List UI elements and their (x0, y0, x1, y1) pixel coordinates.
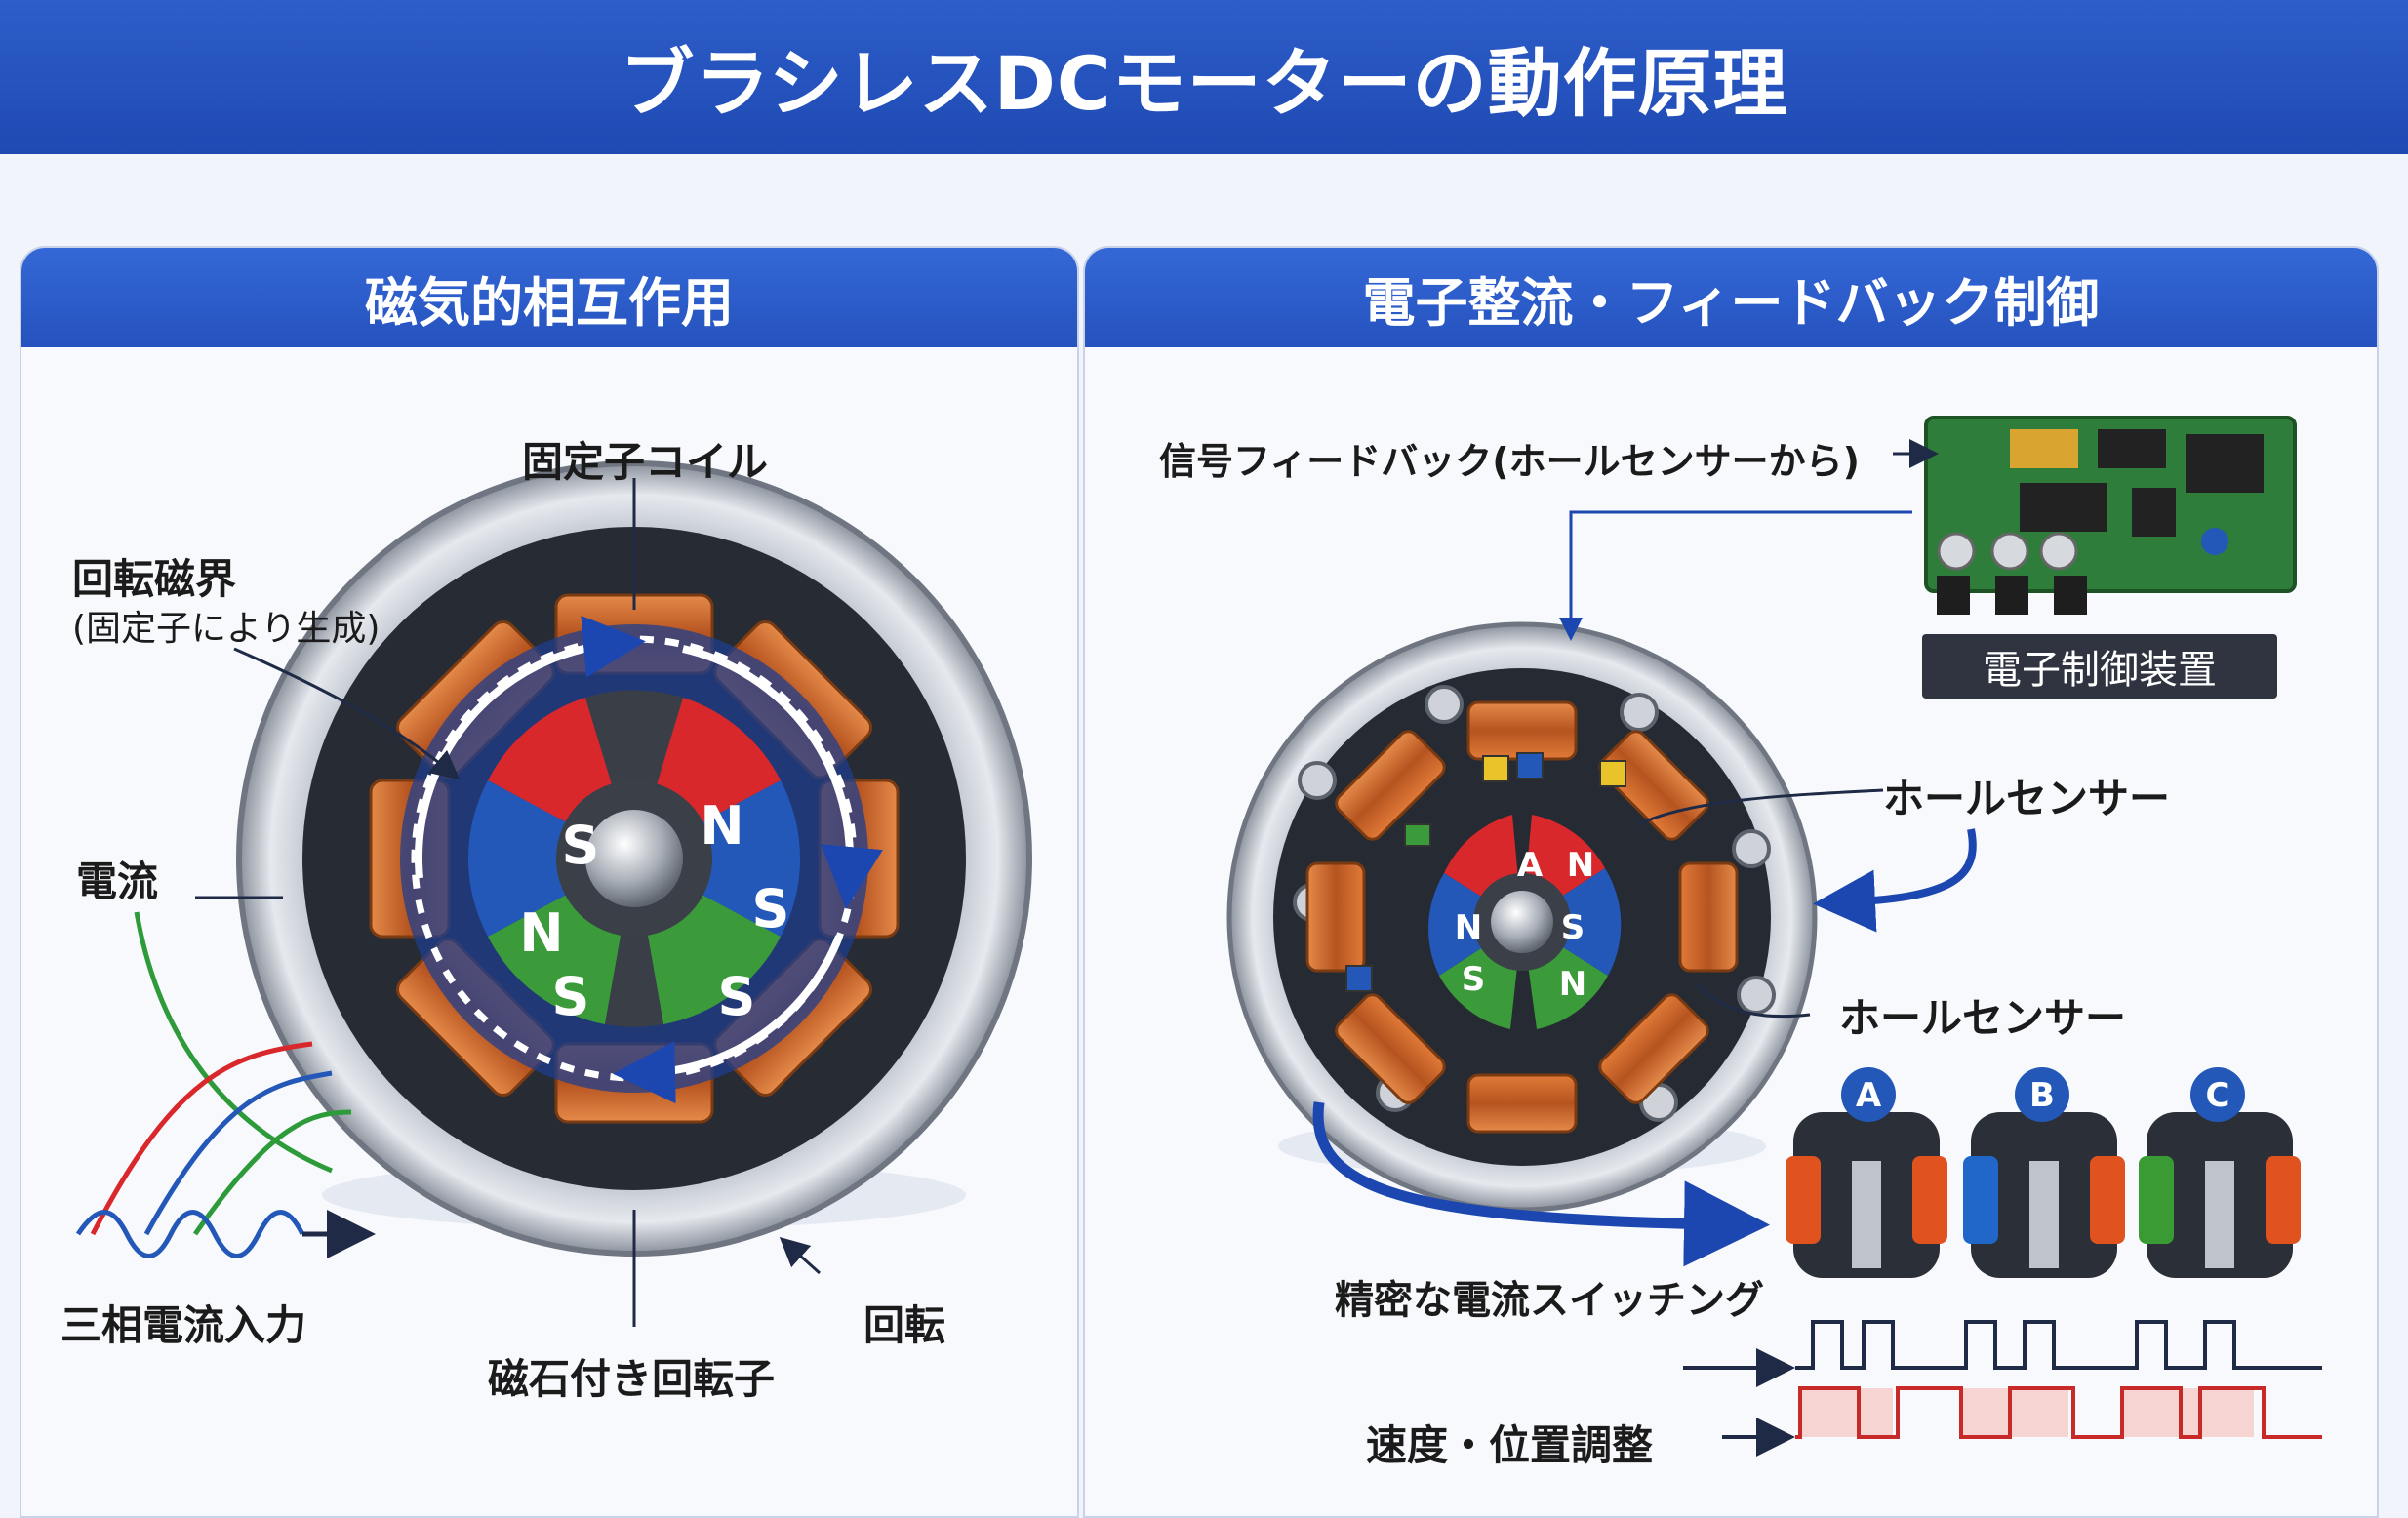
label-controller: 電子制御装置 (1922, 634, 2277, 699)
right-motor (1226, 621, 1818, 1213)
hall-sensor-chips (1345, 752, 1626, 992)
pole-label: N (1455, 908, 1482, 947)
phase-label-c: C (2206, 1076, 2230, 1115)
pole-label: S (752, 878, 790, 939)
pole-label: S (562, 815, 600, 876)
phase-label-a: A (1856, 1076, 1882, 1115)
left-motor (236, 460, 1032, 1257)
label-current: 電流 (76, 858, 159, 905)
control-board (1924, 416, 2297, 615)
right-stator-coils (1305, 700, 1739, 1134)
pole-label: A (1517, 846, 1544, 885)
label-rotating-field-note: (固定子により生成) (72, 609, 381, 649)
label-hall-sensor-1: ホールセンサー (1883, 775, 2171, 822)
pole-label: S (1462, 960, 1486, 999)
pulse-trains (1683, 1320, 2322, 1457)
left-shaft (585, 810, 683, 907)
left-pole-labels: S N S S S N (519, 795, 789, 1027)
label-rotating-field: 回転磁界 (72, 555, 237, 603)
left-callouts (195, 478, 822, 1327)
title-bar: ブラシレスDCモーターの動作原理 (0, 0, 2408, 154)
pole-label: N (1559, 965, 1586, 1004)
phase-label-b: B (2029, 1076, 2055, 1115)
label-rotation: 回転 (863, 1301, 946, 1349)
pole-label: S (718, 966, 756, 1027)
right-pole-labels: A N S N S N (1455, 846, 1594, 1004)
label-stator-coil: 固定子コイル (522, 438, 769, 486)
page-title: ブラシレスDCモーターの動作原理 (620, 40, 1788, 127)
label-feedback: 信号フィードバック(ホールセンサーから) (1159, 440, 1860, 483)
left-panel-heading: 磁気的相互作用 (21, 248, 1077, 347)
phase-unit-a (1786, 1067, 1947, 1278)
phase-units (1786, 1067, 2301, 1278)
right-callouts (1559, 439, 1939, 1019)
pole-label: N (700, 795, 743, 857)
pole-label: S (1561, 908, 1585, 947)
label-hall-sensor-2: ホールセンサー (1839, 994, 2127, 1042)
right-panel-heading: 電子整流・フィードバック制御 (1085, 248, 2377, 347)
label-speed-position: 速度・位置調整 (1366, 1421, 1654, 1469)
right-shaft (1491, 891, 1553, 953)
pole-label: N (1567, 846, 1594, 885)
label-rotor: 磁石付き回転子 (488, 1355, 776, 1403)
phase-unit-c (2139, 1067, 2301, 1278)
three-phase-wires (75, 911, 376, 1258)
label-switching: 精密な電流スイッチング (1335, 1278, 1764, 1323)
phase-unit-b (1963, 1067, 2125, 1278)
label-three-phase: 三相電流入力 (60, 1301, 307, 1349)
pole-label: N (519, 902, 563, 964)
phase-labels: A B C (1856, 1076, 2230, 1115)
pole-label: S (552, 966, 590, 1027)
